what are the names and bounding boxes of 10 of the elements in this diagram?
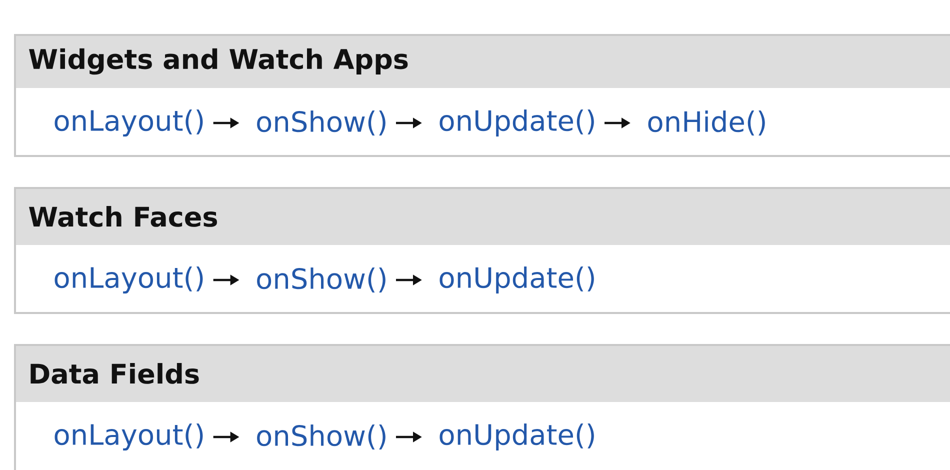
method-link: onHide() xyxy=(648,110,765,136)
method-link: onShow() xyxy=(257,268,386,292)
method-link: onLayout() xyxy=(54,423,203,451)
method-link: onUpdate() xyxy=(440,266,594,294)
method-link: onUpdate() xyxy=(440,423,594,451)
method-link: onLayout() xyxy=(54,109,203,137)
method-link: onShow() xyxy=(257,424,386,450)
method-link: onUpdate() xyxy=(440,109,594,137)
method-link: onLayout() xyxy=(54,266,203,294)
method-link: onShow() xyxy=(257,110,386,136)
